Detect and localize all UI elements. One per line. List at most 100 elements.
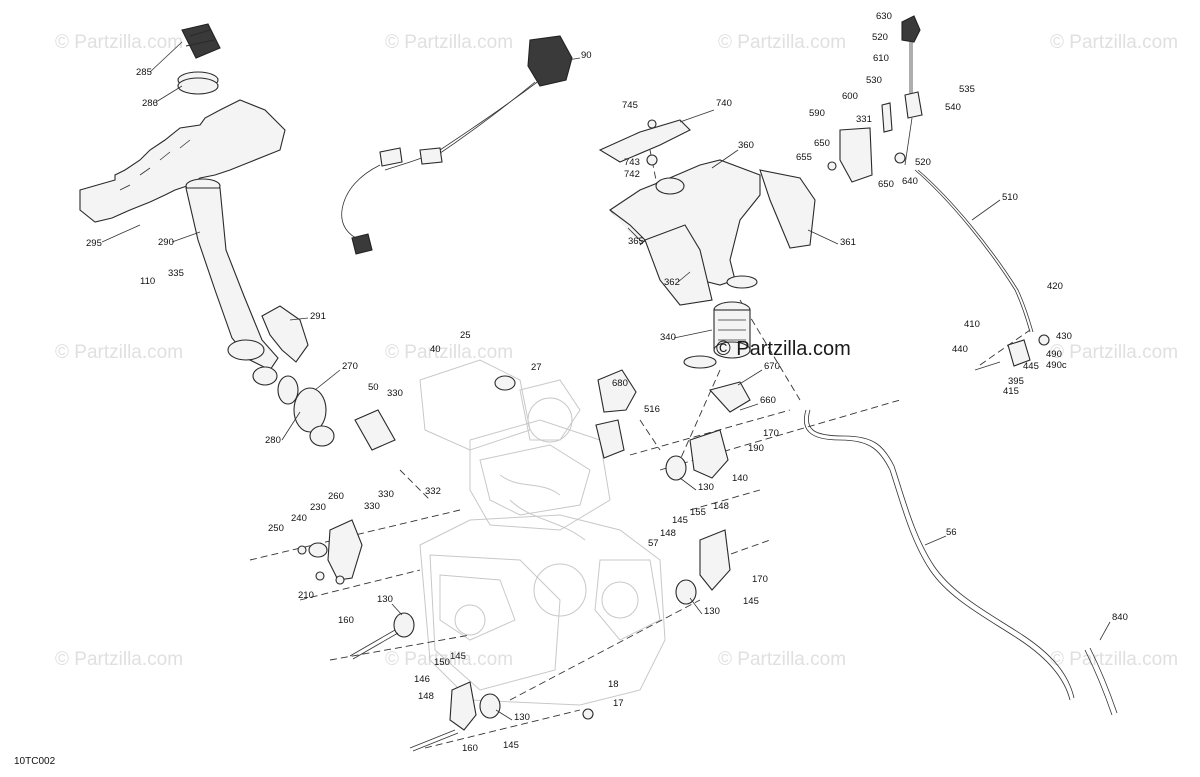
callout-145: 145 — [672, 515, 688, 526]
callout-520: 520 — [872, 32, 888, 43]
callout-270: 270 — [342, 361, 358, 372]
callout-150: 150 — [434, 657, 450, 668]
shift-linkage — [827, 15, 1050, 371]
callout-130: 130 — [514, 712, 530, 723]
watermark: © Partzilla.com — [385, 649, 513, 670]
callout-745: 745 — [622, 100, 638, 111]
callout-655: 655 — [796, 152, 812, 163]
watermark: © Partzilla.com — [55, 649, 183, 670]
watermark-layer: © Partzilla.com © Partzilla.com © Partzi… — [55, 32, 1178, 670]
engine-block — [419, 359, 666, 706]
center-watermark: © Partzilla.com — [716, 338, 851, 360]
callout-630: 630 — [876, 11, 892, 22]
callout-27: 27 — [531, 362, 542, 373]
intake-cap — [181, 23, 221, 59]
intake-ring — [177, 71, 219, 95]
callout-110: 110 — [140, 276, 155, 287]
breather-hose — [804, 409, 1118, 716]
callout-250: 250 — [268, 523, 284, 534]
callout-510: 510 — [1002, 192, 1018, 203]
callout-490c: 490c — [1046, 360, 1067, 371]
callout-361: 361 — [840, 237, 856, 248]
callout-17: 17 — [613, 698, 624, 709]
diagram-code: 10TC002 — [14, 756, 56, 767]
callout-590: 590 — [809, 108, 825, 119]
callout-210: 210 — [298, 590, 314, 601]
callout-90: 90 — [581, 50, 592, 61]
callout-742: 742 — [624, 169, 640, 180]
callout-420: 420 — [1047, 281, 1063, 292]
callout-530: 530 — [866, 75, 882, 86]
callout-332: 332 — [425, 486, 441, 497]
callout-240: 240 — [291, 513, 307, 524]
callout-740: 740 — [716, 98, 732, 109]
callout-56: 56 — [946, 527, 957, 538]
callout-540: 540 — [945, 102, 961, 113]
callout-516: 516 — [644, 404, 660, 415]
callout-18: 18 — [608, 679, 619, 690]
callout-190: 190 — [748, 443, 764, 454]
watermark: © Partzilla.com — [385, 32, 513, 53]
callout-440: 440 — [952, 344, 968, 355]
callout-365: 365 — [628, 236, 644, 247]
sensor-harness — [341, 35, 573, 255]
callout-610: 610 — [873, 53, 889, 64]
callout-640: 640 — [902, 176, 918, 187]
callout-155: 155 — [690, 507, 706, 518]
heat-shield-plate — [79, 99, 286, 223]
callout-170: 170 — [752, 574, 768, 585]
callout-395: 395 — [1008, 376, 1024, 387]
watermark: © Partzilla.com — [1050, 649, 1178, 670]
callout-535: 535 — [959, 84, 975, 95]
callout-148: 148 — [713, 501, 729, 512]
callout-520: 520 — [915, 157, 931, 168]
callout-330: 330 — [378, 489, 394, 500]
callout-445: 445 — [1023, 361, 1039, 372]
callout-295: 295 — [86, 238, 102, 249]
watermark: © Partzilla.com — [55, 342, 183, 363]
callout-650: 650 — [814, 138, 830, 149]
callout-330: 330 — [387, 388, 403, 399]
callout-650: 650 — [878, 179, 894, 190]
callout-840: 840 — [1112, 612, 1128, 623]
callout-335: 335 — [168, 268, 184, 279]
callout-145: 145 — [743, 596, 759, 607]
callout-130: 130 — [704, 606, 720, 617]
callout-25: 25 — [460, 330, 471, 341]
callout-148: 148 — [660, 528, 676, 539]
callout-130: 130 — [377, 594, 393, 605]
callout-680: 680 — [612, 378, 628, 389]
callout-410: 410 — [964, 319, 980, 330]
watermark: © Partzilla.com — [1050, 342, 1178, 363]
callout-280: 280 — [265, 435, 281, 446]
gasket-plate — [354, 409, 396, 451]
air-box — [609, 159, 816, 306]
watermark: © Partzilla.com — [55, 32, 183, 53]
callout-743: 743 — [624, 157, 640, 168]
filter-element — [683, 301, 751, 369]
clamps — [277, 375, 335, 447]
callout-360: 360 — [738, 140, 754, 151]
callout-490: 490 — [1046, 349, 1062, 360]
callout-50: 50 — [368, 382, 379, 393]
intake-duct — [185, 178, 279, 386]
callout-670: 670 — [764, 361, 780, 372]
callout-57: 57 — [648, 538, 659, 549]
rubber-elbow — [261, 305, 309, 363]
callout-291: 291 — [310, 311, 326, 322]
callout-362: 362 — [664, 277, 680, 288]
callout-130: 130 — [698, 482, 714, 493]
callout-140: 140 — [732, 473, 748, 484]
callout-160: 160 — [338, 615, 354, 626]
mounting-bracket — [598, 119, 691, 166]
callout-40: 40 — [430, 344, 441, 355]
callout-230: 230 — [310, 502, 326, 513]
callout-160: 160 — [462, 743, 478, 754]
callout-331: 331 — [856, 114, 872, 125]
callout-330: 330 — [364, 501, 380, 512]
callout-340: 340 — [660, 332, 676, 343]
callout-260: 260 — [328, 491, 344, 502]
callout-145: 145 — [503, 740, 519, 751]
